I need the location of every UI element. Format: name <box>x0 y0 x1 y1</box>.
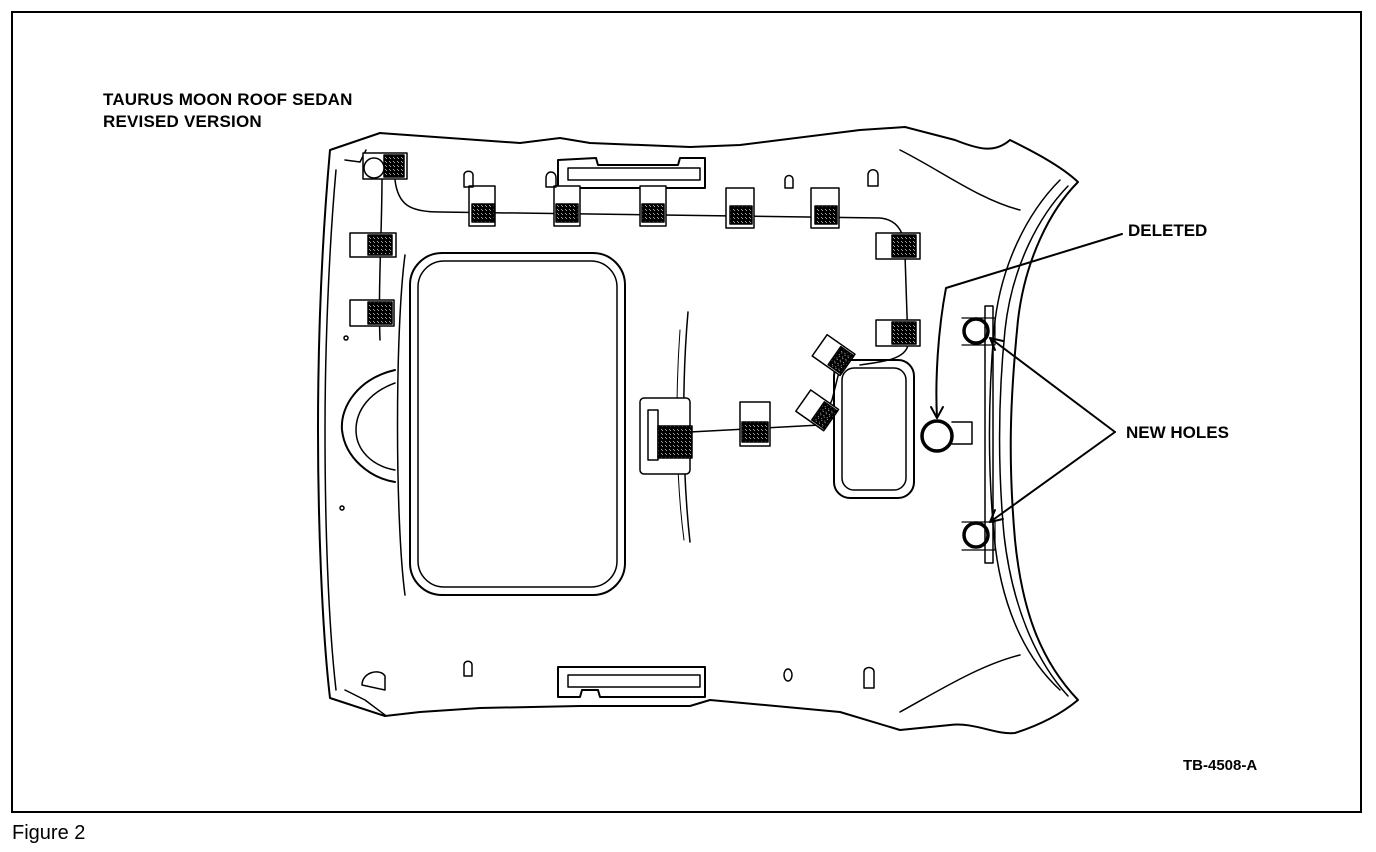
retainer-clips <box>349 152 921 475</box>
console-opening <box>833 359 915 499</box>
figure-caption: Figure 2 <box>12 822 86 844</box>
leader-lines <box>930 233 1123 523</box>
title-line-2: REVISED VERSION <box>103 112 262 131</box>
diagram-title: TAURUS MOON ROOF SEDAN REVISED VERSION <box>103 89 353 133</box>
figure-code: TB-4508-A <box>1183 757 1258 774</box>
small-holes <box>339 157 879 691</box>
callout-new-holes: NEW HOLES <box>1126 423 1229 442</box>
title-line-1: TAURUS MOON ROOF SEDAN <box>103 90 353 109</box>
headliner-outline <box>317 126 1079 735</box>
deleted-hole <box>920 419 973 453</box>
moonroof-opening <box>409 252 626 596</box>
callout-deleted: DELETED <box>1128 221 1208 240</box>
new-holes <box>961 305 996 564</box>
figure-frame <box>11 11 1362 813</box>
